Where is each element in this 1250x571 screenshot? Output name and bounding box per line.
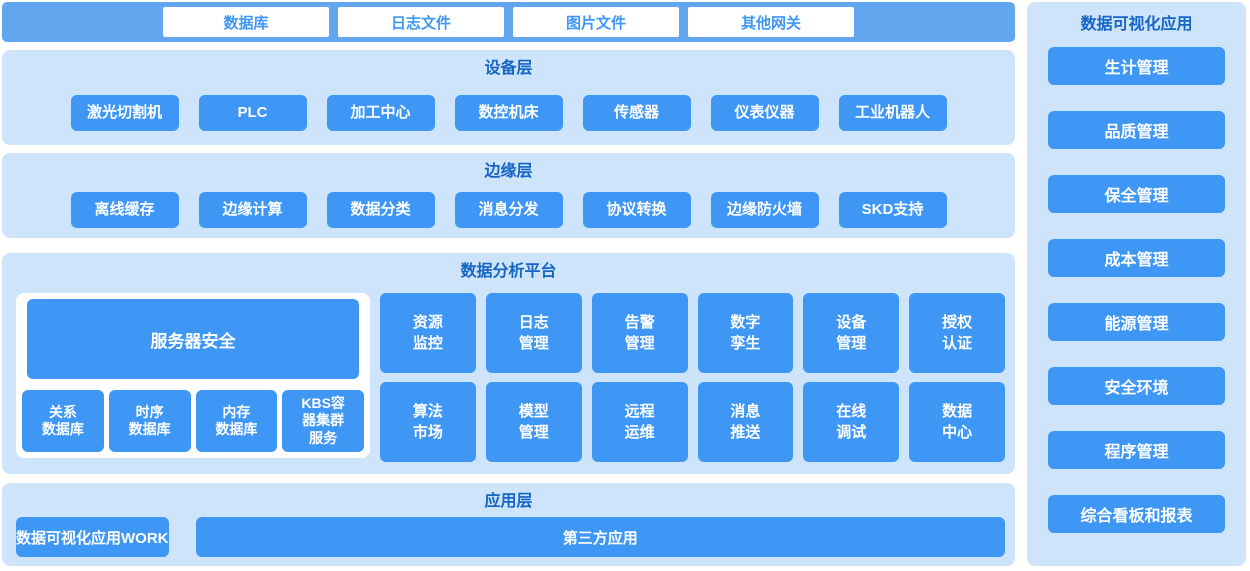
database-item[interactable]: KBS容 器集群 服务	[282, 390, 364, 452]
device-item[interactable]: 工业机器人	[838, 95, 947, 131]
edge-item[interactable]: 数据分类	[326, 192, 435, 228]
server-security-box[interactable]: 服务器安全	[27, 299, 359, 379]
gateway-item[interactable]: 图片文件	[513, 7, 679, 37]
application-layer-panel: 应用层 数据可视化应用WORK 第三方应用	[2, 483, 1015, 566]
gateway-item[interactable]: 数据库	[163, 7, 329, 37]
database-item[interactable]: 时序 数据库	[108, 390, 191, 452]
platform-module[interactable]: 数字 孪生	[697, 293, 794, 373]
platform-module[interactable]: 资源 监控	[380, 293, 476, 373]
device-layer-items: 激光切割机 PLC 加工中心数控机床传感器仪表仪器工业机器人	[2, 95, 1015, 131]
device-item[interactable]: 激光切割机	[70, 95, 179, 131]
sidebar-app-button[interactable]: 安全环境	[1048, 367, 1225, 405]
device-layer-title: 设备层	[484, 60, 533, 77]
sidebar-items: 生计管理品质管理保全管理成本管理能源管理安全环境程序管理综合看板和报表	[1048, 47, 1225, 533]
application-layer-title: 应用层	[484, 493, 533, 510]
platform-module[interactable]: 在线 调试	[803, 382, 900, 462]
edge-item[interactable]: SKD支持	[838, 192, 947, 228]
platform-module-grid: 资源 监控日志 管理告警 管理数字 孪生设备 管理授权 认证算法 市场模型 管理…	[380, 293, 1005, 462]
device-item[interactable]: 加工中心	[326, 95, 435, 131]
application-item[interactable]: 数据可视化应用WORK	[16, 517, 169, 557]
edge-item[interactable]: 协议转换	[582, 192, 691, 228]
sidebar-app-button[interactable]: 综合看板和报表	[1048, 495, 1225, 533]
platform-module[interactable]: 授权 认证	[909, 293, 1005, 373]
sidebar-app-button[interactable]: 成本管理	[1048, 239, 1225, 277]
gateway-item[interactable]: 日志文件	[338, 7, 504, 37]
device-item[interactable]: 传感器	[582, 95, 691, 131]
sidebar-app-button[interactable]: 生计管理	[1048, 47, 1225, 85]
database-item[interactable]: 内存 数据库	[195, 390, 278, 452]
data-visualization-sidebar: 数据可视化应用 生计管理品质管理保全管理成本管理能源管理安全环境程序管理综合看板…	[1027, 2, 1246, 566]
platform-module[interactable]: 日志 管理	[485, 293, 582, 373]
application-layer-items: 数据可视化应用WORK 第三方应用	[16, 517, 1005, 557]
sidebar-app-button[interactable]: 品质管理	[1048, 111, 1225, 149]
gateway-bar: 数据库日志文件图片文件其他网关	[2, 2, 1015, 42]
platform-module[interactable]: 设备 管理	[803, 293, 900, 373]
edge-layer-panel: 边缘层 离线缓存边缘计算数据分类消息分发协议转换边缘防火墙 SKD支持	[2, 153, 1015, 238]
device-item[interactable]: 仪表仪器	[710, 95, 819, 131]
sidebar-app-button[interactable]: 能源管理	[1048, 303, 1225, 341]
platform-module[interactable]: 数据 中心	[909, 382, 1005, 462]
device-layer-panel: 设备层 激光切割机 PLC 加工中心数控机床传感器仪表仪器工业机器人	[2, 50, 1015, 145]
edge-item[interactable]: 离线缓存	[70, 192, 179, 228]
device-item[interactable]: PLC	[198, 95, 307, 131]
platform-module[interactable]: 模型 管理	[485, 382, 582, 462]
edge-layer-title: 边缘层	[484, 163, 533, 180]
edge-layer-items: 离线缓存边缘计算数据分类消息分发协议转换边缘防火墙 SKD支持	[2, 192, 1015, 228]
platform-module[interactable]: 告警 管理	[591, 293, 688, 373]
application-item[interactable]: 第三方应用	[195, 517, 1005, 557]
main-column: 数据库日志文件图片文件其他网关 设备层 激光切割机 PLC 加工中心数控机床传感器仪…	[2, 2, 1015, 566]
platform-title: 数据分析平台	[460, 263, 557, 280]
sidebar-app-button[interactable]: 保全管理	[1048, 175, 1225, 213]
device-item[interactable]: 数控机床	[454, 95, 563, 131]
platform-module[interactable]: 远程 运维	[591, 382, 688, 462]
edge-item[interactable]: 消息分发	[454, 192, 563, 228]
platform-module[interactable]: 消息 推送	[697, 382, 794, 462]
platform-module[interactable]: 算法 市场	[380, 382, 476, 462]
edge-item[interactable]: 边缘计算	[198, 192, 307, 228]
gateway-item[interactable]: 其他网关	[688, 7, 854, 37]
sidebar-app-button[interactable]: 程序管理	[1048, 431, 1225, 469]
edge-item[interactable]: 边缘防火墙	[710, 192, 819, 228]
database-item[interactable]: 关系 数据库	[22, 390, 104, 452]
sidebar-title: 数据可视化应用	[1080, 16, 1193, 33]
